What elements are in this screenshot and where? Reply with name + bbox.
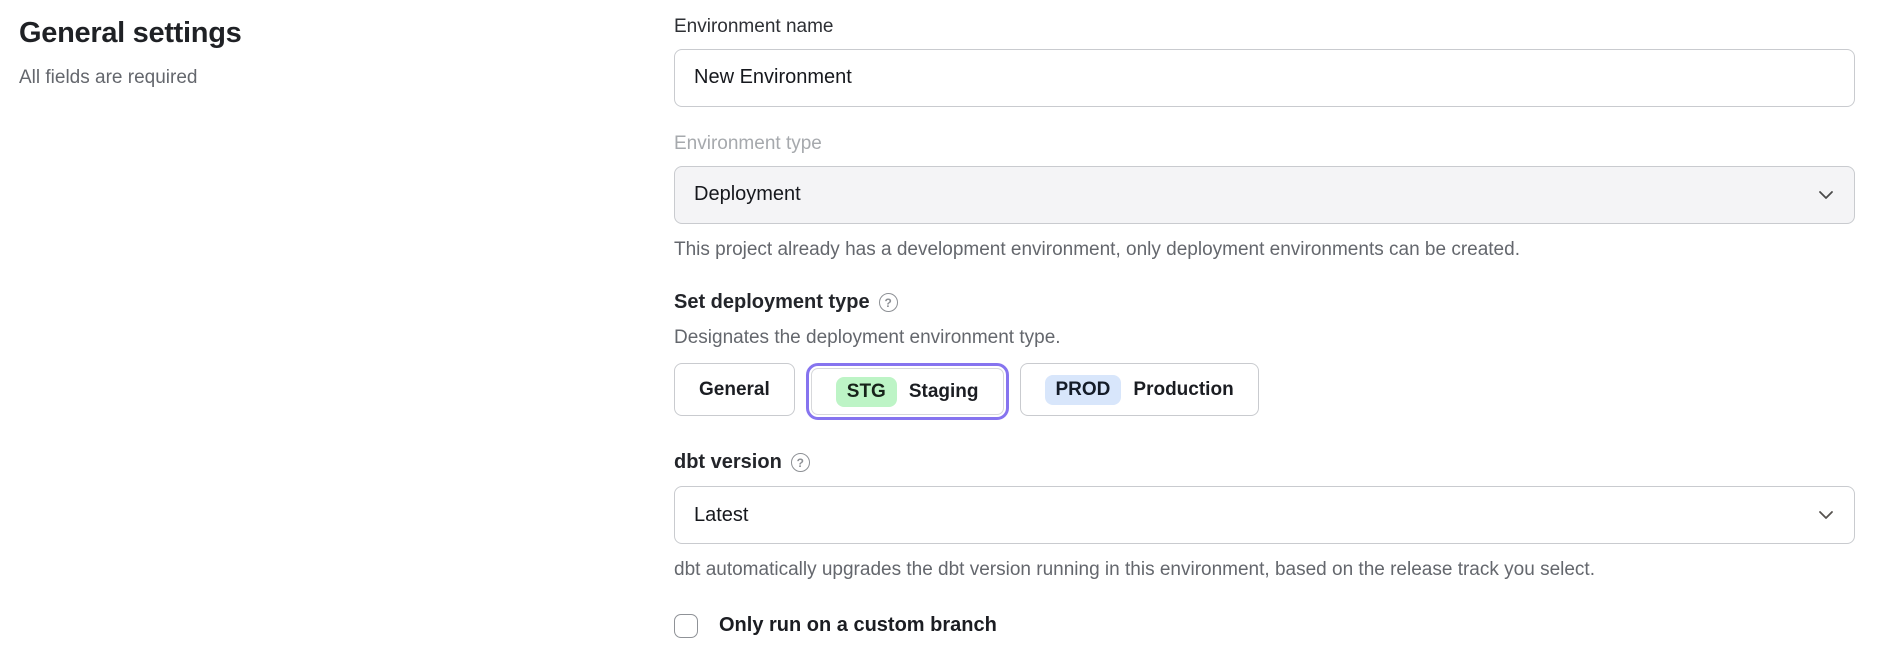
deployment-type-general-label: General <box>699 378 770 400</box>
dbt-version-value: Latest <box>694 503 749 526</box>
environment-form: Environment name Environment type Deploy… <box>674 16 1855 638</box>
staging-badge: STG <box>835 376 897 407</box>
deployment-type-staging-label: Staging <box>908 380 979 402</box>
environment-type-value: Deployment <box>694 183 801 206</box>
custom-branch-row: Only run on a custom branch <box>674 613 1855 638</box>
deployment-type-production-button[interactable]: PROD Production <box>1019 363 1259 417</box>
deployment-type-heading-text: Set deployment type <box>674 291 870 314</box>
environment-type-label: Environment type <box>674 132 822 154</box>
environment-type-select[interactable]: Deployment <box>674 165 1855 224</box>
deployment-type-production-label: Production <box>1133 378 1234 400</box>
help-icon[interactable]: ? <box>790 453 810 473</box>
environment-name-label: Environment name <box>674 16 834 37</box>
settings-intro: General settings All fields are required <box>19 16 579 89</box>
deployment-type-options: General STG Staging PROD Production <box>674 363 1855 421</box>
deployment-type-heading: Set deployment type ? <box>674 291 1855 314</box>
environment-name-input[interactable] <box>674 48 1855 107</box>
page-subtitle: All fields are required <box>19 66 198 88</box>
environment-type-helper: This project already has a development e… <box>674 238 1520 260</box>
dbt-version-helper: dbt automatically upgrades the dbt versi… <box>674 559 1595 581</box>
chevron-down-icon <box>1818 510 1834 520</box>
dbt-version-heading-text: dbt version <box>674 451 782 474</box>
deployment-type-description: Designates the deployment environment ty… <box>674 327 1061 349</box>
production-badge: PROD <box>1044 374 1122 405</box>
dbt-version-heading: dbt version ? <box>674 451 1855 474</box>
chevron-down-icon <box>1818 190 1834 200</box>
deployment-type-staging-inner: STG Staging <box>810 368 1004 416</box>
custom-branch-checkbox[interactable] <box>674 613 698 638</box>
deployment-type-staging-button[interactable]: STG Staging <box>805 363 1009 421</box>
help-icon[interactable]: ? <box>878 293 898 313</box>
deployment-type-general-button[interactable]: General <box>674 363 795 417</box>
page-title: General settings <box>19 17 242 49</box>
custom-branch-label[interactable]: Only run on a custom branch <box>719 614 997 637</box>
dbt-version-select[interactable]: Latest <box>674 486 1855 545</box>
